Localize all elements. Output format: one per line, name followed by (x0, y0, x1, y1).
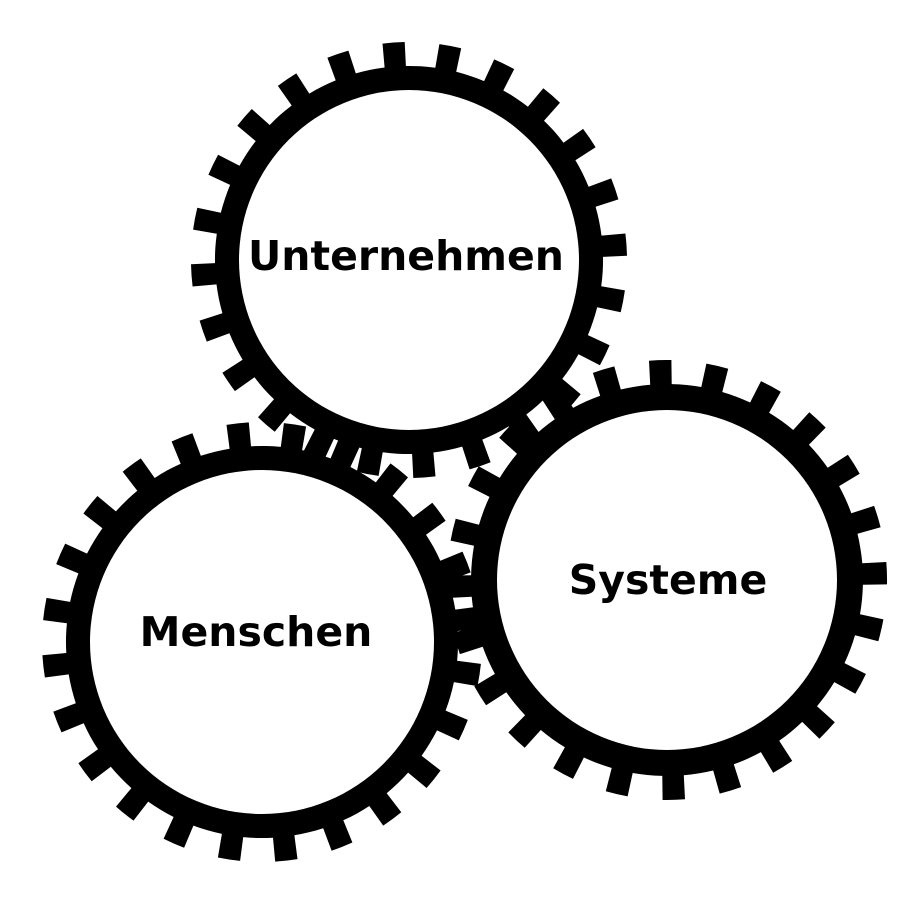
gear-unternehmen: Unternehmen (191, 42, 627, 478)
gear-label-unternehmen: Unternehmen (248, 232, 564, 280)
gear-unternehmen-face (239, 90, 579, 430)
gear-menschen-face (90, 470, 434, 814)
gear-systeme-face (497, 410, 837, 750)
gear-label-menschen: Menschen (140, 608, 373, 656)
gear-systeme: Systeme (446, 359, 888, 801)
gear-label-systeme: Systeme (569, 556, 768, 604)
gear-menschen: Menschen (42, 422, 482, 862)
